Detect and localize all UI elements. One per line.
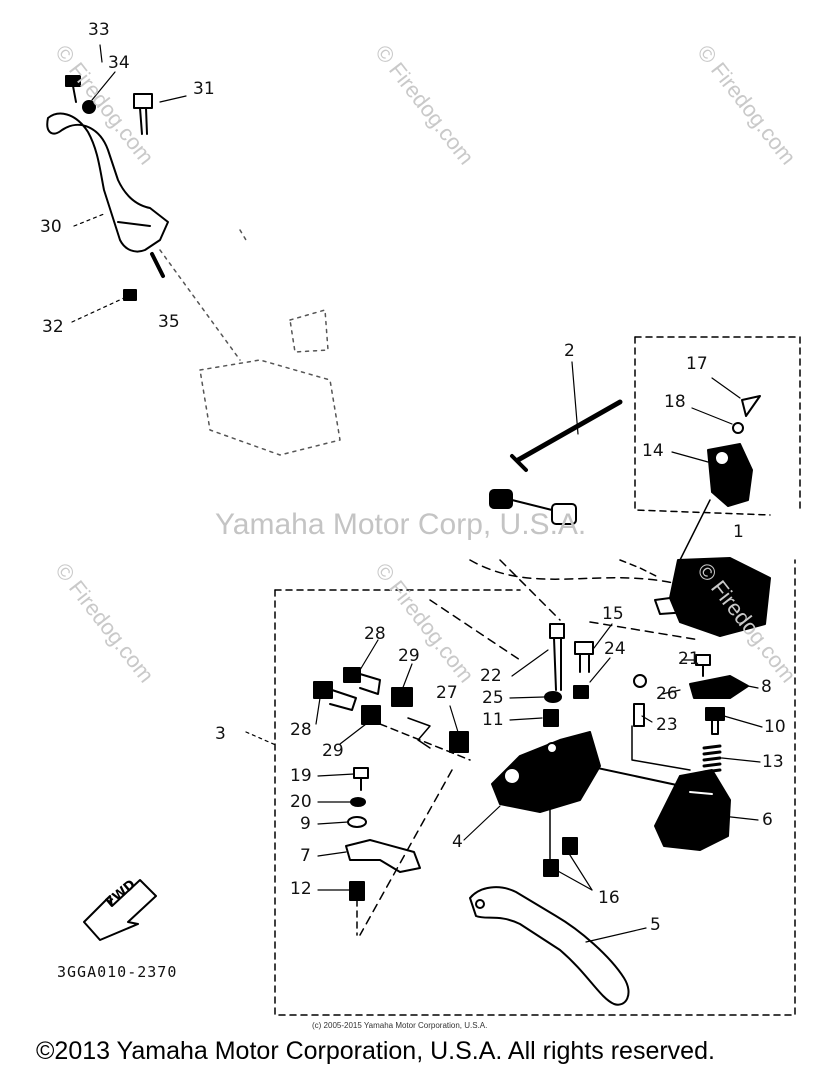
bracket-4 (491, 731, 701, 813)
callout-5: 5 (650, 915, 661, 935)
washer-9 (347, 816, 367, 828)
callout-29: 29 (398, 646, 420, 666)
bolt-33 (65, 75, 81, 103)
leader-lines (71, 44, 763, 943)
collar-27 (449, 731, 469, 753)
cam-8 (689, 675, 749, 699)
callout-25: 25 (482, 688, 504, 708)
callout-28: 28 (290, 720, 312, 740)
callout-17: 17 (686, 354, 708, 374)
callout-11: 11 (482, 710, 504, 730)
callout-3: 3 (215, 724, 226, 744)
nut-16-b (543, 859, 559, 877)
callout-32: 32 (42, 317, 64, 337)
callout-8: 8 (761, 677, 772, 697)
small-copyright: (c) 2005-2015 Yamaha Motor Corporation, … (312, 1021, 488, 1030)
callout-35: 35 (158, 312, 180, 332)
plunger-10 (705, 707, 725, 735)
callout-7: 7 (300, 846, 311, 866)
pin-26 (633, 674, 647, 688)
washer-34 (82, 100, 96, 114)
bolt-19 (353, 767, 369, 791)
washer-18 (732, 422, 744, 434)
callout-29: 29 (322, 741, 344, 761)
nut-16-a (562, 837, 578, 855)
lever-5 (469, 886, 630, 1006)
plate-7 (345, 839, 421, 873)
callout-24: 24 (604, 639, 626, 659)
callout-13: 13 (762, 752, 784, 772)
nut-12 (349, 881, 365, 901)
spring-13 (702, 744, 722, 774)
bolt-28-upper (343, 667, 381, 695)
callout-27: 27 (436, 683, 458, 703)
pivot-bolt-31 (133, 93, 153, 135)
callout-21: 21 (678, 649, 700, 669)
bolt-22 (549, 623, 565, 691)
callout-10: 10 (764, 717, 786, 737)
callout-20: 20 (290, 792, 312, 812)
housing-6 (654, 769, 731, 851)
copyright-notice: ©2013 Yamaha Motor Corporation, U.S.A. A… (36, 1037, 715, 1065)
callout-34: 34 (108, 53, 130, 73)
callout-2: 2 (564, 341, 575, 361)
callout-28: 28 (364, 624, 386, 644)
faded-housing-sketch (159, 229, 341, 456)
callout-30: 30 (40, 217, 62, 237)
nut-32 (123, 289, 137, 301)
callout-23: 23 (656, 715, 678, 735)
callout-9: 9 (300, 814, 311, 834)
cable-2 (489, 399, 623, 525)
washer-24 (573, 685, 589, 699)
washer-25 (544, 691, 562, 703)
callout-33: 33 (88, 20, 110, 40)
callout-14: 14 (642, 441, 664, 461)
bolt-15 (574, 641, 594, 673)
adjuster-screw-35 (150, 252, 165, 278)
collar-11 (543, 709, 559, 727)
switch-assembly-1 (619, 557, 771, 637)
bolt-28-lower (313, 681, 357, 711)
holder-14 (707, 443, 753, 507)
callout-26: 26 (656, 684, 678, 704)
callout-4: 4 (452, 832, 463, 852)
assembly-box-upper-right (634, 336, 801, 511)
callout-1: 1 (733, 522, 744, 542)
pin-23 (633, 703, 645, 727)
construction-lines (429, 559, 701, 661)
callout-12: 12 (290, 879, 312, 899)
callout-22: 22 (480, 666, 502, 686)
lock-washer-20 (350, 797, 366, 807)
callout-6: 6 (762, 810, 773, 830)
lever-30 (46, 112, 169, 253)
callout-16: 16 (598, 888, 620, 908)
diagram-code: 3GGA010-2370 (57, 963, 178, 981)
assembly-box-lower (274, 559, 796, 1016)
bolt-17 (741, 395, 761, 417)
callout-15: 15 (602, 604, 624, 624)
watermark-yamaha: Yamaha Motor Corp, U.S.A. (215, 508, 587, 541)
callout-19: 19 (290, 766, 312, 786)
nut-29-upper (391, 687, 413, 707)
fwd-arrow (83, 879, 157, 941)
callout-31: 31 (193, 79, 215, 99)
nut-29-lower (361, 705, 381, 725)
callout-18: 18 (664, 392, 686, 412)
